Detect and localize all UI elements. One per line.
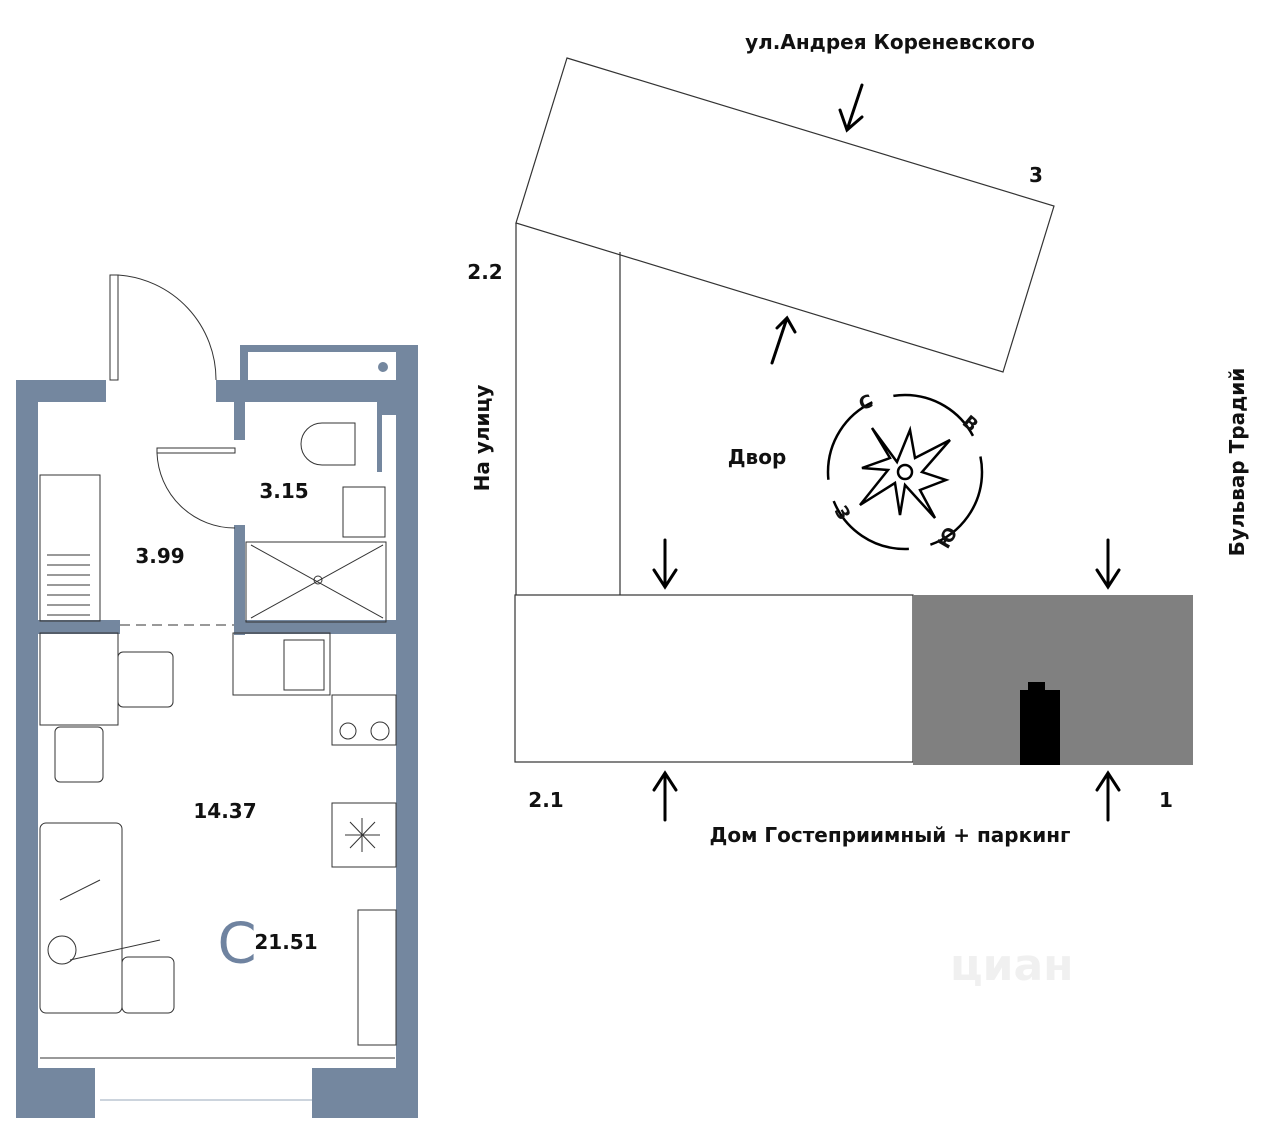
total-area: 21.51	[254, 930, 318, 954]
fridge-icon	[331, 802, 397, 868]
to-street-label: На улицу	[470, 384, 494, 492]
wall-top-left	[16, 380, 106, 402]
room-area-bathroom: 3.15	[259, 479, 309, 503]
entrance-door	[109, 274, 119, 381]
wall-left	[16, 380, 38, 1118]
building-number-3: 3	[1029, 163, 1043, 187]
desk-chair-icon	[117, 651, 174, 708]
courtyard-label: Двор	[727, 445, 787, 469]
sofa-icon	[39, 822, 123, 1014]
arrow-down-icon	[838, 83, 864, 133]
kitchen-sink-icon	[232, 632, 331, 696]
room-area-living: 14.37	[193, 799, 257, 823]
furniture	[39, 274, 397, 1101]
floor-plan	[16, 345, 418, 1118]
street-right-label: Бульвар Традий	[1225, 367, 1249, 557]
chair-icon	[54, 726, 104, 783]
arrow-up-icon	[1095, 770, 1121, 822]
wall-right	[396, 345, 418, 1118]
desk-icon	[39, 632, 119, 726]
tv-stand-icon	[357, 909, 397, 1046]
arrow-down-icon	[652, 538, 678, 590]
wall-bottom-right	[312, 1068, 418, 1118]
building-3	[515, 57, 1055, 373]
entrance-arrows	[652, 83, 1121, 822]
sink-icon	[342, 486, 386, 538]
bottom-building-label: Дом Гостеприимный + паркинг	[709, 823, 1071, 847]
apartment-class: С	[217, 911, 257, 977]
toilet-icon	[300, 422, 356, 466]
compass-icon	[826, 393, 984, 551]
building-2-1	[514, 594, 914, 763]
wardrobe-icon	[39, 474, 101, 622]
street-top-label: ул.Андрея Кореневского	[745, 30, 1035, 54]
arrow-up-icon	[770, 315, 797, 365]
building-number-2-2: 2.2	[467, 260, 503, 284]
room-area-hallway: 3.99	[135, 544, 185, 568]
stove-icon	[331, 694, 397, 746]
arrow-down-icon	[1095, 538, 1121, 590]
wall-bottom-left	[16, 1068, 95, 1118]
entrance-marker	[1020, 682, 1060, 765]
arrow-up-icon	[652, 770, 678, 822]
site-plan	[514, 57, 1055, 763]
building-number-1: 1	[1159, 788, 1173, 812]
building-2-2	[515, 223, 621, 595]
building-number-2-1: 2.1	[528, 788, 564, 812]
watermark-logo: циан	[950, 940, 1074, 991]
bathroom-door	[156, 447, 236, 454]
wall-top-right	[216, 380, 418, 402]
shower-icon	[245, 541, 387, 623]
